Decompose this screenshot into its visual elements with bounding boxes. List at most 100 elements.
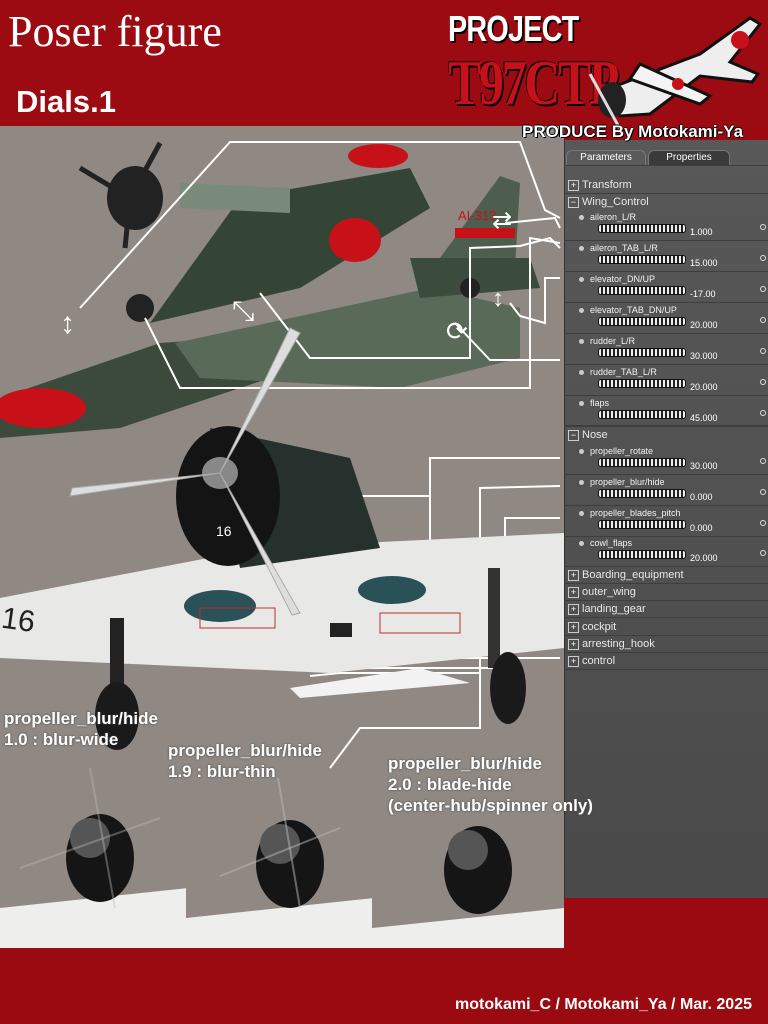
expand-icon[interactable]: + xyxy=(568,638,579,650)
dial-slider[interactable] xyxy=(598,379,686,388)
dial-divider xyxy=(564,426,768,427)
tail-code: AI-313 xyxy=(458,208,496,223)
expand-icon[interactable]: + xyxy=(568,655,579,667)
tab-parameters[interactable]: Parameters xyxy=(566,150,646,165)
dial-divider xyxy=(564,271,768,272)
collapse-icon[interactable]: − xyxy=(568,196,579,208)
dial-bullet-icon xyxy=(579,480,584,485)
dial-reset-icon[interactable] xyxy=(760,317,766,323)
dial-slider[interactable] xyxy=(598,458,686,467)
dial-value[interactable]: 20.000 xyxy=(690,553,718,563)
dial-bullet-icon xyxy=(579,277,584,282)
project-label: PROJECT xyxy=(448,8,579,49)
group-item[interactable]: +arresting_hook xyxy=(568,637,655,651)
expand-icon[interactable]: + xyxy=(568,603,579,615)
dial-reset-icon[interactable] xyxy=(760,348,766,354)
dial-label: elevator_DN/UP xyxy=(590,274,656,284)
group-item[interactable]: +control xyxy=(568,654,615,668)
dial-value[interactable]: 20.000 xyxy=(690,320,718,330)
tab-divider xyxy=(564,165,768,166)
dial-bullet-icon xyxy=(579,215,584,220)
dial-reset-icon[interactable] xyxy=(760,520,766,526)
dial-divider xyxy=(564,240,768,241)
group-label: arresting_hook xyxy=(582,638,655,650)
dial-slider[interactable] xyxy=(598,489,686,498)
expand-icon[interactable]: + xyxy=(568,569,579,581)
group-divider xyxy=(564,617,768,618)
dial-label: propeller_blades_pitch xyxy=(590,508,681,518)
dial-value[interactable]: -17.00 xyxy=(690,289,716,299)
dial-value[interactable]: 30.000 xyxy=(690,351,718,361)
dial-bullet-icon xyxy=(579,449,584,454)
dial-divider xyxy=(564,302,768,303)
dial-value[interactable]: 0.000 xyxy=(690,492,713,502)
collapse-icon[interactable]: − xyxy=(568,429,579,441)
dial-label: aileron_TAB_L/R xyxy=(590,243,658,253)
group-item[interactable]: +cockpit xyxy=(568,620,616,634)
project-code: T97CTP xyxy=(448,47,619,118)
dial-slider[interactable] xyxy=(598,550,686,559)
dial-value[interactable]: 45.000 xyxy=(690,413,718,423)
dial-slider[interactable] xyxy=(598,410,686,419)
svg-text:↕: ↕ xyxy=(60,307,75,340)
dial-value[interactable]: 30.000 xyxy=(690,461,718,471)
dial-label: flaps xyxy=(590,398,610,408)
dial-value[interactable]: 1.000 xyxy=(690,227,713,237)
section-nose[interactable]: −Nose xyxy=(568,428,608,442)
dial-slider[interactable] xyxy=(598,224,686,233)
expand-icon[interactable]: + xyxy=(568,621,579,633)
dial-bullet-icon xyxy=(579,246,584,251)
group-divider xyxy=(564,652,768,653)
dial-label: propeller_rotate xyxy=(590,446,654,456)
section-wing-control[interactable]: −Wing_Control xyxy=(568,195,649,209)
dial-value[interactable]: 15.000 xyxy=(690,258,718,268)
airplane-top-view: AI-313 xyxy=(0,141,540,438)
expand-icon[interactable]: + xyxy=(568,179,579,191)
dial-reset-icon[interactable] xyxy=(760,550,766,556)
dial-divider xyxy=(564,536,768,537)
group-item[interactable]: +landing_gear xyxy=(568,602,646,616)
dial-reset-icon[interactable] xyxy=(760,410,766,416)
group-label: Boarding_equipment xyxy=(582,569,684,581)
group-divider xyxy=(564,600,768,601)
dial-slider[interactable] xyxy=(598,286,686,295)
dial-value[interactable]: 20.000 xyxy=(690,382,718,392)
dial-label: aileron_L/R xyxy=(590,212,637,222)
svg-text:⇄: ⇄ xyxy=(492,207,512,234)
thumbnail-blur-thin xyxy=(186,777,374,948)
dial-reset-icon[interactable] xyxy=(760,489,766,495)
group-item[interactable]: +Boarding_equipment xyxy=(568,568,684,582)
side-number: 16 xyxy=(216,523,232,539)
svg-text:⤡: ⤡ xyxy=(232,295,254,326)
group-item[interactable]: +outer_wing xyxy=(568,585,636,599)
thumbnail-blur-wide xyxy=(0,767,188,948)
page-subtitle: Dials.1 xyxy=(16,84,116,119)
expand-icon[interactable]: + xyxy=(568,586,579,598)
dial-slider[interactable] xyxy=(598,255,686,264)
dial-divider xyxy=(564,474,768,475)
tab-properties[interactable]: Properties xyxy=(648,150,730,165)
caption-blur-thin: propeller_blur/hide 1.9 : blur-thin xyxy=(168,741,322,781)
svg-text:↕: ↕ xyxy=(492,285,504,312)
section-transform[interactable]: +Transform xyxy=(568,178,632,192)
dial-divider xyxy=(564,364,768,365)
dial-divider xyxy=(564,505,768,506)
dial-label: rudder_L/R xyxy=(590,336,636,346)
group-divider xyxy=(564,635,768,636)
produce-credit: PRODUCE By Motokami-Ya xyxy=(522,122,744,141)
dial-value[interactable]: 0.000 xyxy=(690,523,713,533)
dial-reset-icon[interactable] xyxy=(760,255,766,261)
thumbnail-blade-hide xyxy=(372,790,564,948)
dial-reset-icon[interactable] xyxy=(760,458,766,464)
dial-bullet-icon xyxy=(579,401,584,406)
dial-slider[interactable] xyxy=(598,348,686,357)
dial-label: elevator_TAB_DN/UP xyxy=(590,305,677,315)
dial-slider[interactable] xyxy=(598,520,686,529)
dial-reset-icon[interactable] xyxy=(760,224,766,230)
dial-slider[interactable] xyxy=(598,317,686,326)
dial-label: propeller_blur/hide xyxy=(590,477,665,487)
dial-reset-icon[interactable] xyxy=(760,286,766,292)
dial-reset-icon[interactable] xyxy=(760,379,766,385)
airplane-front-view: 16 16 xyxy=(0,327,564,750)
page-title: Poser figure xyxy=(8,7,222,56)
